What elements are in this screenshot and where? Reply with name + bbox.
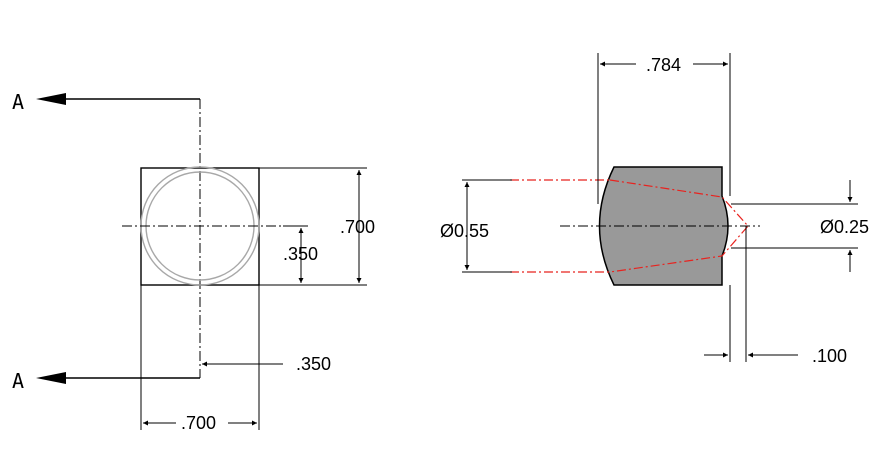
side-view: .784 Ø0.55 Ø0.25 .100 bbox=[440, 53, 869, 366]
section-letter-top: A bbox=[12, 90, 24, 114]
section-line-a-a: A A bbox=[12, 90, 201, 393]
width-dimension: .700 bbox=[181, 413, 216, 433]
section-arrow-bottom bbox=[36, 372, 66, 384]
height-dimension: .700 bbox=[340, 217, 375, 237]
section-arrow-top bbox=[36, 93, 66, 105]
half-width-dimension: .350 bbox=[296, 354, 331, 374]
front-view: .700 .350 .350 .700 bbox=[122, 166, 375, 433]
outer-diameter-dimension: Ø0.55 bbox=[440, 221, 489, 241]
length-dimension: .784 bbox=[646, 55, 681, 75]
depth-dimension: .100 bbox=[812, 346, 847, 366]
section-letter-bottom: A bbox=[12, 369, 24, 393]
half-height-dimension: .350 bbox=[283, 244, 318, 264]
inner-diameter-dimension: Ø0.25 bbox=[820, 217, 869, 237]
hidden-taper-lines bbox=[609, 179, 749, 273]
